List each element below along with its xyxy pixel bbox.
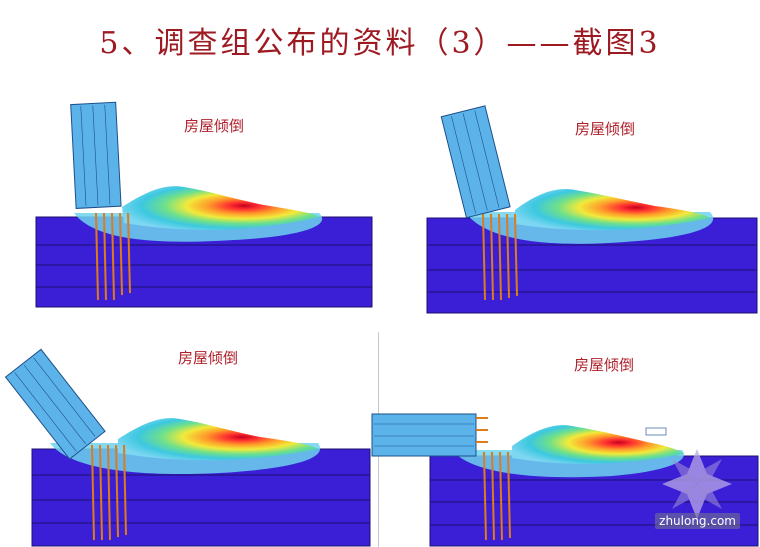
stress-contour bbox=[512, 425, 684, 464]
slide-title: 5、调查组公布的资料（3）——截图3 bbox=[99, 26, 661, 61]
panel-top-right: 房屋倾倒 bbox=[425, 100, 758, 315]
collapse-diagram-2 bbox=[426, 105, 758, 314]
building bbox=[440, 105, 511, 219]
scale-marker bbox=[645, 427, 667, 436]
watermark-text: zhulong.com bbox=[655, 513, 740, 529]
panel-top-left: 房屋倾倒 bbox=[34, 95, 374, 310]
panel-label: 房屋倾倒 bbox=[575, 120, 636, 138]
watermark-logo bbox=[662, 449, 732, 519]
panel-label: 房屋倾倒 bbox=[178, 349, 239, 367]
building bbox=[371, 413, 488, 457]
piles bbox=[95, 212, 131, 301]
piles bbox=[91, 444, 127, 541]
collapse-diagram-1 bbox=[35, 101, 373, 308]
panel-label: 房屋倾倒 bbox=[184, 117, 245, 135]
panel-label: 房屋倾倒 bbox=[574, 356, 635, 374]
piles bbox=[483, 451, 511, 541]
stress-contour bbox=[515, 189, 710, 231]
stress-contour bbox=[118, 418, 318, 461]
stress-contour bbox=[122, 186, 319, 230]
panel-bottom-left: 房屋倾倒 bbox=[0, 335, 375, 547]
piles bbox=[482, 213, 518, 301]
building bbox=[70, 101, 122, 209]
building bbox=[4, 348, 106, 460]
collapse-diagram-3 bbox=[4, 348, 371, 547]
